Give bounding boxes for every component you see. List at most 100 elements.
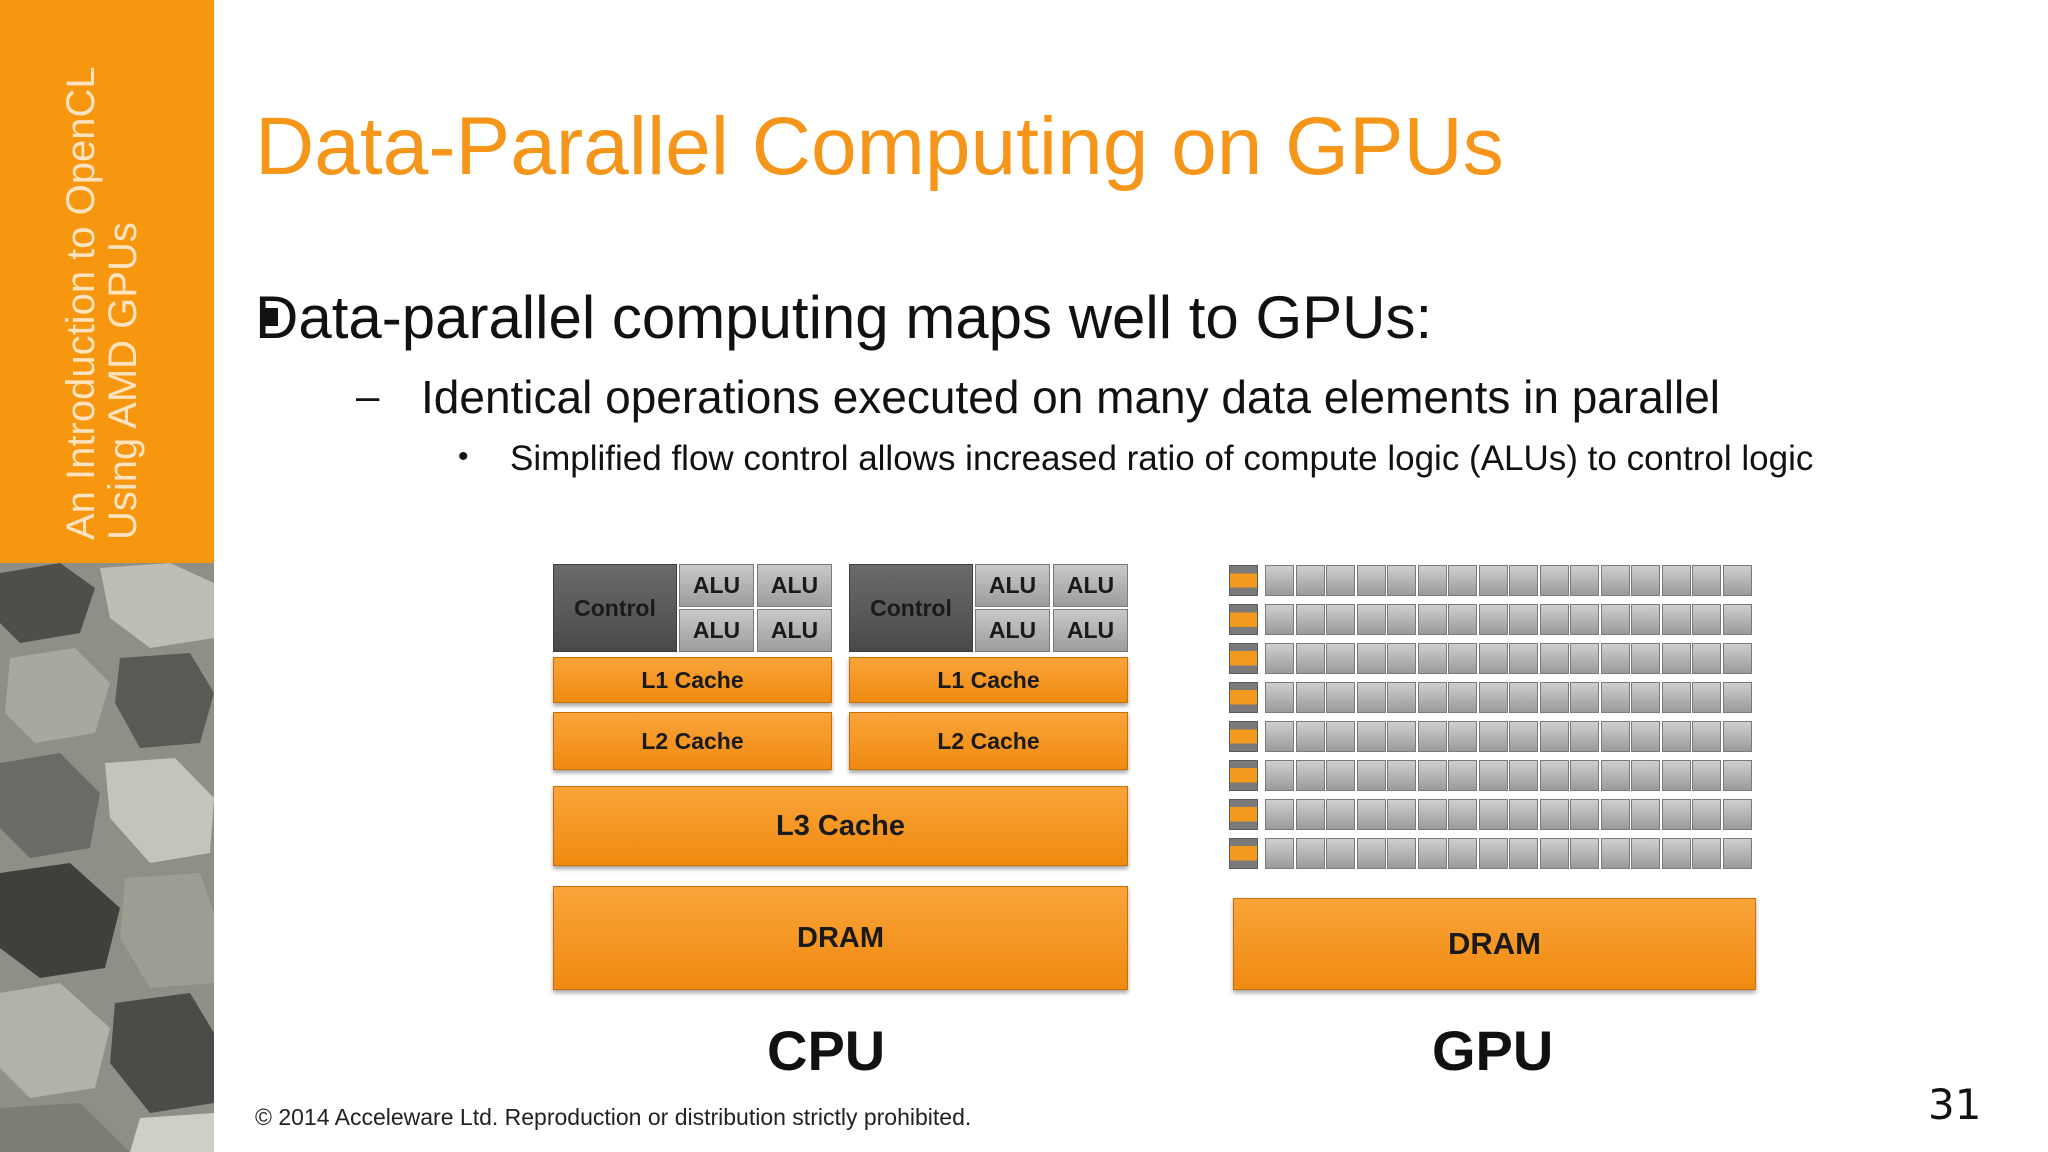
gpu-alu-cell (1631, 721, 1660, 752)
cpu-alu-block: ALU (1053, 564, 1128, 607)
gpu-alu-cell (1722, 799, 1752, 830)
cpu-alu-block: ALU (757, 564, 832, 607)
page-number: 31 (1928, 1080, 1982, 1129)
gpu-alu-cell (1356, 565, 1386, 596)
gpu-alu-cell (1509, 682, 1538, 713)
gpu-alu-cell (1539, 643, 1569, 674)
gpu-dram: DRAM (1233, 898, 1756, 990)
slide-title: Data-Parallel Computing on GPUs (255, 101, 1504, 192)
gpu-alu-cell (1631, 838, 1660, 869)
gpu-alu-cell (1295, 760, 1325, 791)
gpu-alu-cell (1326, 565, 1355, 596)
gpu-alu-cell (1265, 565, 1294, 596)
gpu-alu-cell (1692, 760, 1721, 791)
gpu-alu-cell (1478, 643, 1508, 674)
gpu-alu-cell (1600, 838, 1630, 869)
gpu-alu-cell (1448, 721, 1477, 752)
gpu-alu-cell (1570, 604, 1599, 635)
gpu-alu-cell (1661, 721, 1691, 752)
gpu-alu-cell (1509, 799, 1538, 830)
gpu-caption: GPU (1432, 1019, 1554, 1082)
gpu-alu-cell (1417, 760, 1447, 791)
gpu-alu-cell (1478, 799, 1508, 830)
gpu-alu-cell (1509, 604, 1538, 635)
gpu-alu-cell (1356, 643, 1386, 674)
course-title: An Introduction to OpenCL Using AMD GPUs (59, 66, 145, 540)
gpu-alu-cell (1387, 721, 1416, 752)
gpu-alu-cell (1295, 604, 1325, 635)
gpu-alu-cell (1326, 760, 1355, 791)
gpu-alu-cell (1356, 799, 1386, 830)
gpu-alu-cell (1448, 643, 1477, 674)
gpu-alu-cell (1570, 838, 1599, 869)
gpu-alu-cell (1600, 721, 1630, 752)
cpu-l1-cache: L1 Cache (553, 657, 832, 703)
gpu-alu-cell (1448, 838, 1477, 869)
gpu-alu-cell (1631, 682, 1660, 713)
gpu-alu-cell (1326, 604, 1355, 635)
gpu-control-cell (1229, 760, 1258, 791)
gpu-alu-cell (1509, 838, 1538, 869)
gpu-alu-cell (1661, 760, 1691, 791)
cpu-caption: CPU (767, 1019, 886, 1082)
gpu-alu-cell (1692, 838, 1721, 869)
gpu-alu-cell (1722, 604, 1752, 635)
gpu-alu-cell (1417, 565, 1447, 596)
gpu-control-cell (1229, 838, 1258, 869)
cpu-l3-cache: L3 Cache (553, 786, 1128, 866)
gpu-alu-cell (1417, 721, 1447, 752)
gpu-alu-cell (1295, 721, 1325, 752)
cpu-l1-cache: L1 Cache (849, 657, 1128, 703)
gpu-alu-cell (1448, 565, 1477, 596)
gpu-alu-cell (1539, 682, 1569, 713)
gpu-alu-cell (1295, 838, 1325, 869)
gpu-alu-cell (1265, 643, 1294, 674)
gpu-alu-cell (1631, 643, 1660, 674)
bullet-level1: Data-parallel computing maps well to GPU… (255, 284, 1433, 351)
gpu-alu-cell (1661, 799, 1691, 830)
gpu-alu-cell (1265, 604, 1294, 635)
gpu-alu-cell (1478, 604, 1508, 635)
gpu-alu-cell (1478, 682, 1508, 713)
cpu-alu-block: ALU (1053, 609, 1128, 652)
gpu-alu-cell (1478, 760, 1508, 791)
gpu-control-cell (1229, 799, 1258, 830)
gpu-alu-cell (1539, 565, 1569, 596)
cpu-dram: DRAM (553, 886, 1128, 990)
gpu-alu-cell (1570, 760, 1599, 791)
sidebar-banner: An Introduction to OpenCL Using AMD GPUs (0, 0, 214, 563)
gpu-alu-cell (1539, 721, 1569, 752)
gpu-alu-cell (1478, 721, 1508, 752)
gpu-alu-cell (1600, 682, 1630, 713)
gpu-alu-cell (1692, 682, 1721, 713)
gpu-alu-cell (1600, 643, 1630, 674)
gpu-alu-cell (1478, 565, 1508, 596)
cpu-control-block: Control (849, 564, 973, 652)
gpu-alu-cell (1448, 682, 1477, 713)
gpu-alu-cell (1722, 643, 1752, 674)
gpu-alu-cell (1661, 604, 1691, 635)
cpu-alu-block: ALU (975, 564, 1050, 607)
gpu-alu-cell (1600, 799, 1630, 830)
gpu-alu-cell (1356, 838, 1386, 869)
cpu-alu-block: ALU (975, 609, 1050, 652)
bullet-level2: Identical operations executed on many da… (421, 371, 1721, 423)
gpu-alu-cell (1265, 838, 1294, 869)
gpu-alu-cell (1600, 604, 1630, 635)
cpu-alu-block: ALU (757, 609, 832, 652)
gpu-alu-cell (1387, 799, 1416, 830)
copyright-footer: © 2014 Acceleware Ltd. Reproduction or d… (255, 1104, 972, 1130)
gpu-alu-cell (1417, 799, 1447, 830)
gpu-alu-cell (1417, 604, 1447, 635)
gpu-alu-cell (1265, 799, 1294, 830)
gpu-alu-cell (1387, 682, 1416, 713)
gpu-control-cell (1229, 604, 1258, 635)
gpu-alu-cell (1356, 721, 1386, 752)
gpu-alu-cell (1326, 838, 1355, 869)
gpu-alu-cell (1539, 604, 1569, 635)
gpu-alu-cell (1326, 682, 1355, 713)
gpu-alu-cell (1600, 565, 1630, 596)
gpu-alu-cell (1265, 682, 1294, 713)
gpu-alu-cell (1417, 643, 1447, 674)
gpu-alu-cell (1539, 760, 1569, 791)
